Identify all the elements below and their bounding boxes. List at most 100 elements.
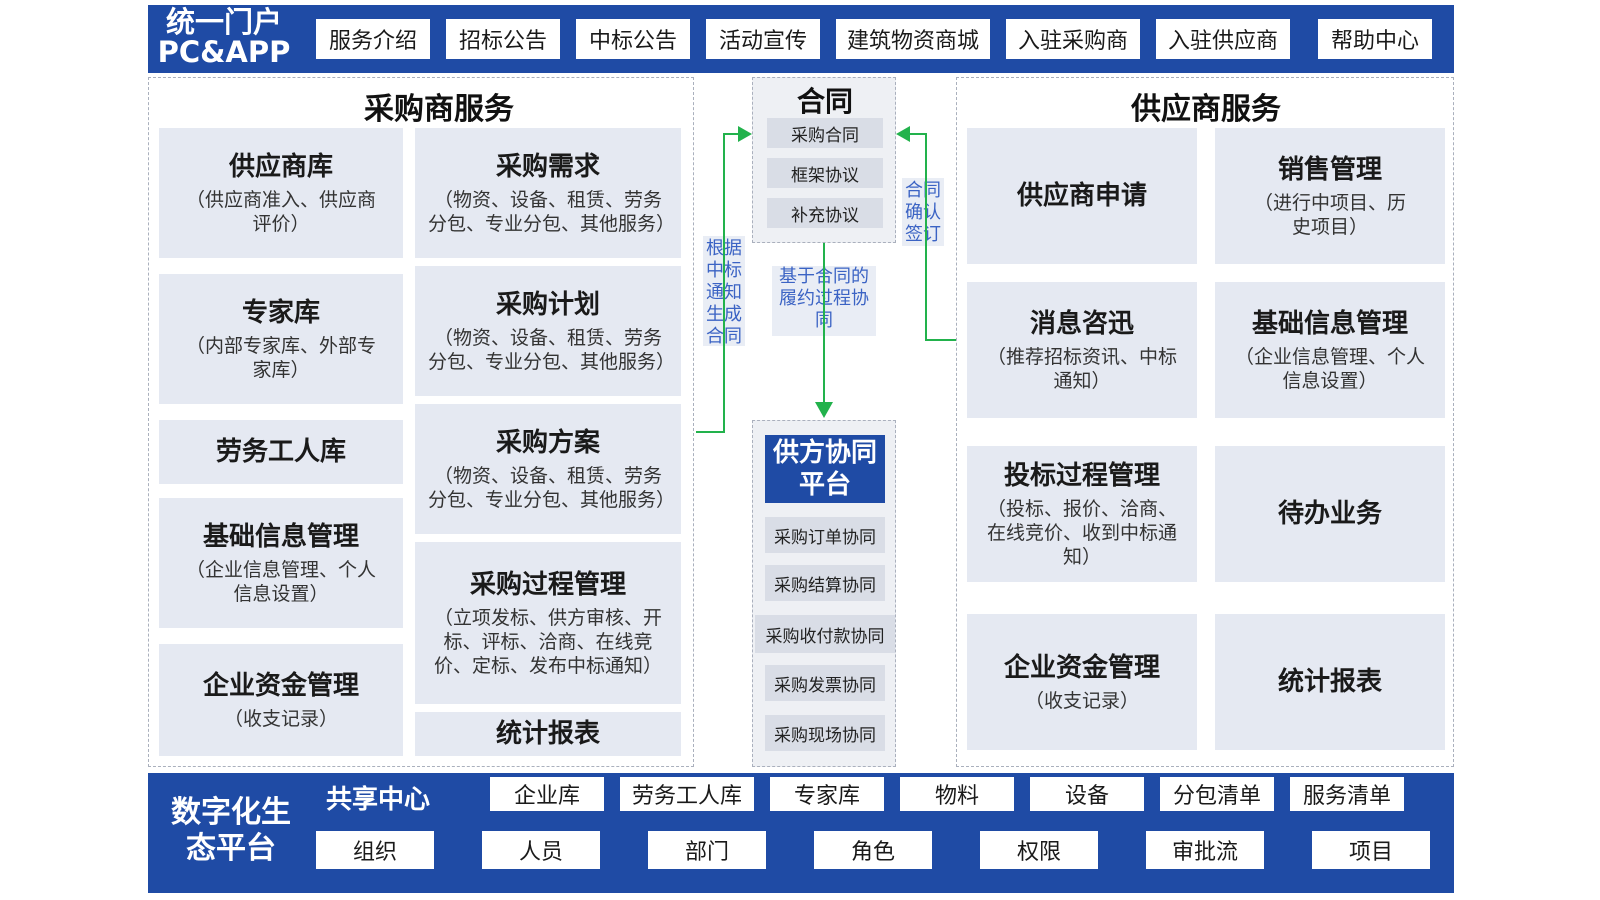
- contract-purchase[interactable]: 采购合同: [767, 118, 883, 148]
- contract-framework[interactable]: 框架协议: [767, 158, 883, 188]
- collab-panel: 供方协同平台 采购订单协同 采购结算协同 采购收付款协同 采购发票协同 采购现场…: [752, 420, 896, 767]
- buyer-labor-library[interactable]: 劳务工人库: [159, 420, 403, 484]
- collab-payment[interactable]: 采购收付款协同: [755, 615, 895, 653]
- portal-title: 统一门户 PC&APP: [148, 7, 300, 67]
- share-materials[interactable]: 物料: [900, 777, 1014, 811]
- arrow-head-contract-to-collab: [815, 402, 833, 418]
- share-equipment[interactable]: 设备: [1030, 777, 1144, 811]
- collab-invoice[interactable]: 采购发票协同: [765, 665, 885, 701]
- collab-order[interactable]: 采购订单协同: [765, 517, 885, 553]
- nav-join-buyer[interactable]: 入驻采购商: [1006, 19, 1140, 59]
- arrow-head-supplier-to-contract: [896, 126, 910, 142]
- box-title: 消息咨迅: [1029, 309, 1134, 339]
- nav-help-center[interactable]: 帮助中心: [1318, 19, 1432, 59]
- supplier-bid-process[interactable]: 投标过程管理 （投标、报价、洽商、在线竞价、收到中标通知）: [967, 446, 1197, 582]
- buyer-expert-library[interactable]: 专家库 （内部专家库、外部专家库）: [159, 274, 403, 404]
- box-desc: （企业信息管理、个人信息设置）: [186, 559, 377, 605]
- box-title: 企业资金管理: [1003, 653, 1160, 683]
- contract-panel: 合同 采购合同 框架协议 补充协议: [752, 77, 896, 243]
- share-permission[interactable]: 权限: [980, 831, 1098, 869]
- contract-title: 合同: [796, 85, 853, 118]
- share-role[interactable]: 角色: [814, 831, 932, 869]
- box-desc: （内部专家库、外部专家库）: [186, 335, 377, 381]
- note-performance-collab: 基于合同的履约过程协同: [772, 266, 876, 336]
- supplier-application[interactable]: 供应商申请: [967, 128, 1197, 264]
- box-desc: （物资、设备、租赁、劳务分包、专业分包、其他服务）: [428, 465, 676, 511]
- box-desc: （物资、设备、租赁、劳务分包、专业分包、其他服务）: [428, 189, 676, 235]
- arrow-buyer-to-contract: [696, 133, 740, 433]
- collab-settlement[interactable]: 采购结算协同: [765, 565, 885, 601]
- portal-title-line2: PC&APP: [157, 35, 291, 69]
- share-service-list[interactable]: 服务清单: [1290, 777, 1404, 811]
- box-title: 销售管理: [1277, 155, 1382, 185]
- box-title: 基础信息管理: [202, 522, 359, 552]
- nav-promotion[interactable]: 活动宣传: [706, 19, 820, 59]
- buyer-panel-title: 采购商服务: [364, 92, 514, 127]
- supplier-fund-management[interactable]: 企业资金管理 （收支记录）: [967, 614, 1197, 750]
- share-personnel[interactable]: 人员: [482, 831, 600, 869]
- supplier-statistics[interactable]: 统计报表: [1215, 614, 1445, 750]
- share-department[interactable]: 部门: [648, 831, 766, 869]
- nav-join-supplier[interactable]: 入驻供应商: [1156, 19, 1290, 59]
- buyer-plan[interactable]: 采购计划 （物资、设备、租赁、劳务分包、专业分包、其他服务）: [415, 266, 681, 396]
- share-center-title: 共享中心: [326, 785, 431, 815]
- buyer-basic-info[interactable]: 基础信息管理 （企业信息管理、个人信息设置）: [159, 498, 403, 628]
- ecosystem-bar: 数字化生 态平台 共享中心 企业库 劳务工人库 专家库 物料 设备 分包清单 服…: [148, 773, 1454, 893]
- box-title: 采购方案: [495, 428, 600, 458]
- box-desc: （推荐招标资讯、中标通知）: [987, 346, 1178, 392]
- collab-site[interactable]: 采购现场协同: [765, 715, 885, 751]
- share-expert-library[interactable]: 专家库: [770, 777, 884, 811]
- share-subcontract-list[interactable]: 分包清单: [1160, 777, 1274, 811]
- box-desc: （收支记录）: [223, 708, 338, 730]
- box-title: 待办业务: [1277, 499, 1382, 529]
- buyer-panel: 采购商服务 供应商库 （供应商准入、供应商评价） 专家库 （内部专家库、外部专家…: [148, 77, 694, 767]
- box-desc: （立项发标、供方审核、开标、评标、洽商、在线竞价、定标、发布中标通知）: [433, 607, 662, 677]
- box-title: 企业资金管理: [202, 671, 359, 701]
- buyer-demand[interactable]: 采购需求 （物资、设备、租赁、劳务分包、专业分包、其他服务）: [415, 128, 681, 258]
- box-desc: （进行中项目、历史项目）: [1253, 192, 1406, 238]
- nav-award-notice[interactable]: 中标公告: [576, 19, 690, 59]
- supplier-panel-title: 供应商服务: [1131, 92, 1281, 127]
- ecosystem-title: 数字化生 态平台: [156, 795, 306, 867]
- buyer-fund-management[interactable]: 企业资金管理 （收支记录）: [159, 644, 403, 756]
- buyer-process-management[interactable]: 采购过程管理 （立项发标、供方审核、开标、评标、洽商、在线竞价、定标、发布中标通…: [415, 542, 681, 704]
- box-desc: （供应商准入、供应商评价）: [186, 189, 377, 235]
- supplier-basic-info[interactable]: 基础信息管理 （企业信息管理、个人信息设置）: [1215, 282, 1445, 418]
- nav-service-intro[interactable]: 服务介绍: [316, 19, 430, 59]
- share-enterprise-library[interactable]: 企业库: [490, 777, 604, 811]
- share-approval-flow[interactable]: 审批流: [1146, 831, 1264, 869]
- share-labor-library[interactable]: 劳务工人库: [620, 777, 754, 811]
- note-contract-sign: 合同确认签订: [902, 178, 944, 246]
- box-title: 供应商库: [228, 152, 333, 182]
- nav-tender-notice[interactable]: 招标公告: [446, 19, 560, 59]
- buyer-statistics[interactable]: 统计报表: [415, 712, 681, 756]
- arrow-supplier-to-contract: [908, 133, 956, 341]
- box-title: 供应商申请: [1016, 181, 1147, 211]
- share-organization[interactable]: 组织: [316, 831, 434, 869]
- box-title: 统计报表: [495, 719, 600, 749]
- box-title: 采购需求: [495, 152, 600, 182]
- buyer-supplier-library[interactable]: 供应商库 （供应商准入、供应商评价）: [159, 128, 403, 258]
- box-title: 采购计划: [495, 290, 600, 320]
- buyer-scheme[interactable]: 采购方案 （物资、设备、租赁、劳务分包、专业分包、其他服务）: [415, 404, 681, 534]
- box-title: 基础信息管理: [1251, 309, 1408, 339]
- ecosystem-title-line1: 数字化生: [171, 795, 291, 830]
- ecosystem-title-line2: 态平台: [186, 831, 276, 866]
- collab-title: 供方协同平台: [765, 435, 885, 503]
- box-title: 采购过程管理: [469, 570, 626, 600]
- box-desc: （物资、设备、租赁、劳务分包、专业分包、其他服务）: [428, 327, 676, 373]
- box-desc: （投标、报价、洽商、在线竞价、收到中标通知）: [986, 498, 1177, 568]
- portal-title-line1: 统一门户: [165, 5, 282, 39]
- box-title: 统计报表: [1277, 667, 1382, 697]
- contract-supplement[interactable]: 补充协议: [767, 198, 883, 228]
- supplier-todo[interactable]: 待办业务: [1215, 446, 1445, 582]
- box-desc: （收支记录）: [1024, 690, 1139, 712]
- supplier-sales[interactable]: 销售管理 （进行中项目、历史项目）: [1215, 128, 1445, 264]
- nav-material-mall[interactable]: 建筑物资商城: [836, 19, 990, 59]
- supplier-panel: 供应商服务 供应商申请 消息咨迅 （推荐招标资讯、中标通知） 投标过程管理 （投…: [956, 77, 1454, 767]
- arrow-head-buyer-to-contract: [738, 126, 752, 142]
- box-title: 投标过程管理: [1003, 461, 1160, 491]
- supplier-news[interactable]: 消息咨迅 （推荐招标资讯、中标通知）: [967, 282, 1197, 418]
- share-project[interactable]: 项目: [1312, 831, 1430, 869]
